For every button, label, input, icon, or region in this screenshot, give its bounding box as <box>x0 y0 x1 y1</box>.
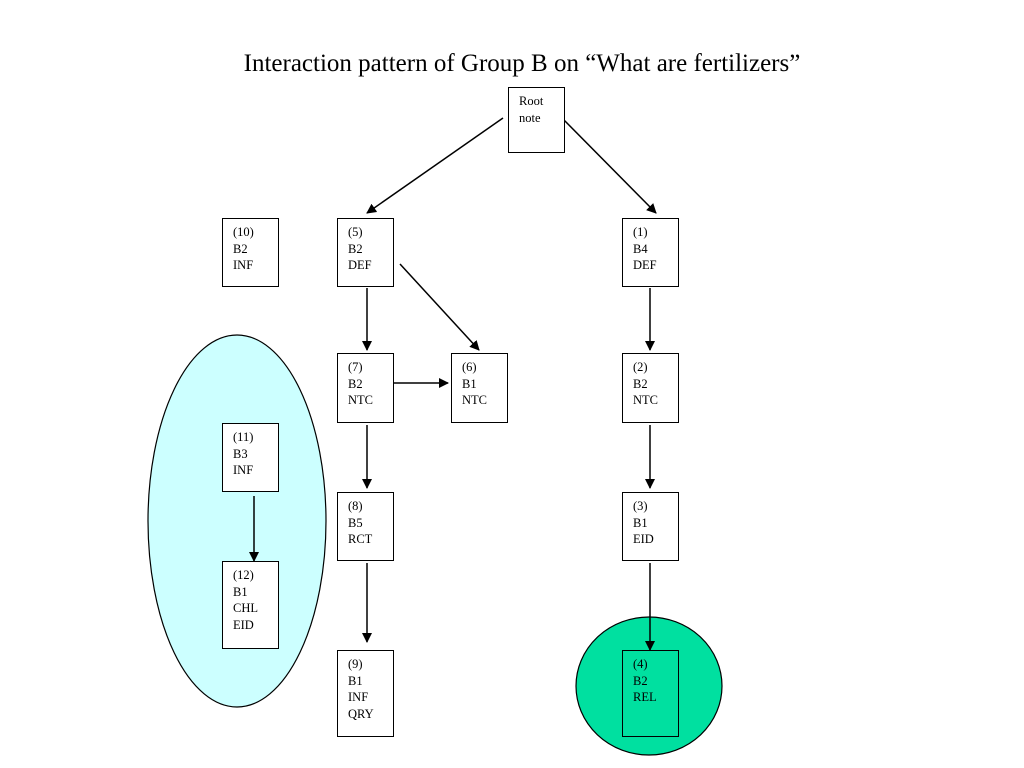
node-line: B1 <box>633 515 648 530</box>
node-line: (7) <box>348 360 363 374</box>
node-line: B2 <box>633 673 648 688</box>
node-line: B2 <box>633 376 648 391</box>
node-line: B3 <box>233 446 248 461</box>
node-line: (6) <box>462 360 477 374</box>
node-line: NTC <box>462 393 487 407</box>
node-line: NTC <box>348 393 373 407</box>
node-line: (9) <box>348 657 363 671</box>
node-line: B2 <box>348 376 363 391</box>
node-line: INF <box>233 258 254 272</box>
node-line: (3) <box>633 499 648 513</box>
diagram-title: Interaction pattern of Group B on “What … <box>243 50 801 77</box>
node-root: Root note <box>508 87 565 153</box>
node-line: INF <box>348 690 369 704</box>
node-line: (10) <box>233 225 254 239</box>
node-line: Root <box>519 94 544 108</box>
node-line: (1) <box>633 225 648 239</box>
node-line: (2) <box>633 360 648 374</box>
node-line: B1 <box>233 584 248 599</box>
node-line: EID <box>233 617 254 632</box>
node-line: (11) <box>233 430 254 444</box>
node-line: NTC <box>633 393 658 407</box>
highlight-ellipse-right <box>575 616 723 756</box>
edge-n5-to-n6 <box>399 263 480 351</box>
node-line: DEF <box>633 258 657 272</box>
node-line: CHL <box>233 601 258 615</box>
node-line: B2 <box>348 241 363 256</box>
node-line: (4) <box>633 657 648 671</box>
node-line: RCT <box>348 532 373 546</box>
node-line: (12) <box>233 568 254 582</box>
edge-root-to-n1 <box>561 117 657 214</box>
node-line: EID <box>633 532 654 546</box>
node-line: (5) <box>348 225 363 239</box>
highlight-ellipse-left <box>147 334 327 708</box>
node-line: QRY <box>348 706 374 721</box>
node-line: note <box>519 110 541 125</box>
node-line: DEF <box>348 258 372 272</box>
node-line: (8) <box>348 499 363 513</box>
edge-root-to-n5 <box>366 117 504 214</box>
edge-layer <box>249 117 657 651</box>
node-line: B4 <box>633 241 648 256</box>
node-line: B1 <box>348 673 363 688</box>
node-line: REL <box>633 690 657 704</box>
node-line: B1 <box>462 376 477 391</box>
node-line: B5 <box>348 515 363 530</box>
node-line: B2 <box>233 241 248 256</box>
node-line: INF <box>233 463 254 477</box>
